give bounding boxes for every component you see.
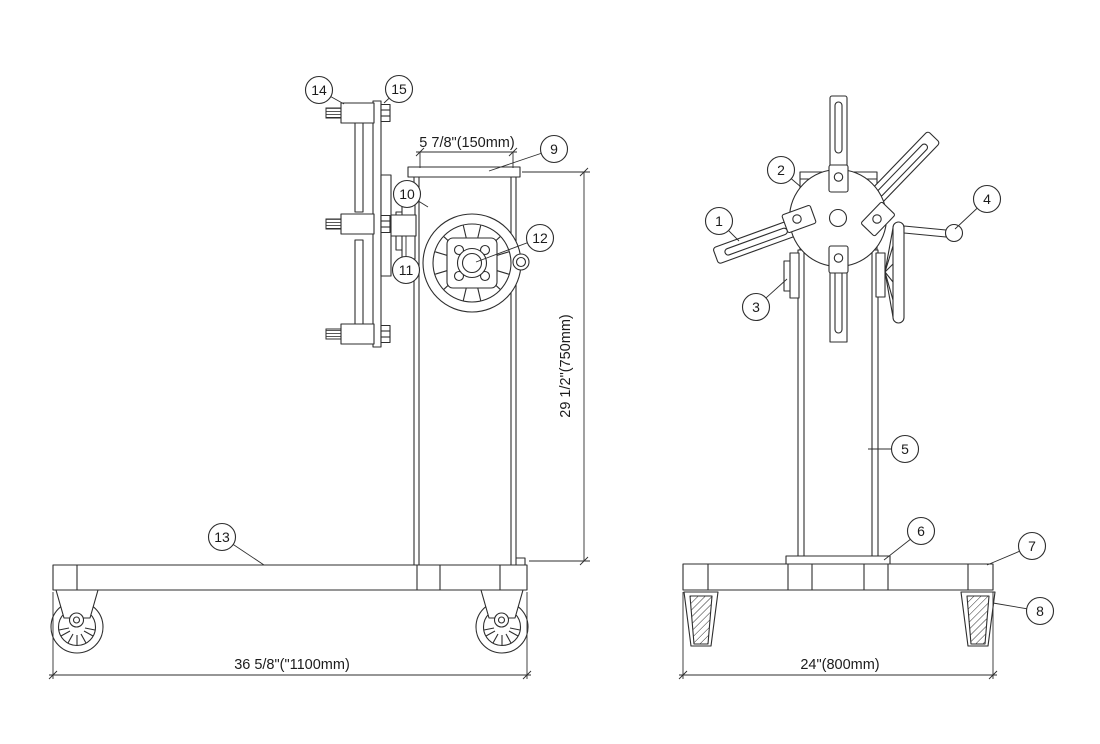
callout-number: 3 (752, 299, 760, 315)
callout-number: 9 (550, 141, 558, 157)
dimension-base-width: 24"(800mm) (678, 592, 998, 680)
callout-10: 10 (392, 179, 429, 209)
side-view: 5 7/8"(150mm) 29 1/2"(750mm) 36 5/8"("11… (48, 74, 590, 680)
connector-arm (387, 214, 417, 237)
callout-number: 2 (777, 162, 785, 178)
front-base (682, 555, 994, 591)
callout-13: 13 (207, 522, 265, 566)
caster-fork (480, 589, 524, 619)
callout-number: 7 (1028, 538, 1036, 554)
head-center-hole (828, 208, 848, 228)
dimension-label-head-width: 5 7/8"(150mm) (419, 135, 514, 151)
front-handwheel (875, 221, 964, 324)
callout-number: 8 (1036, 603, 1044, 619)
head-tab-right (861, 201, 895, 237)
mount-bolt-middle (325, 213, 391, 235)
caster-wheel (966, 595, 990, 645)
callout-number: 14 (311, 82, 327, 98)
callout-11: 11 (391, 236, 421, 285)
handle-rod (903, 225, 947, 238)
callout-5: 5 (868, 434, 920, 464)
dimension-label-base-width: 24"(800mm) (800, 657, 879, 673)
caster-wheel (689, 595, 713, 645)
handle-knob (944, 223, 964, 243)
dimension-head-width: 5 7/8"(150mm) (415, 135, 518, 168)
column-mount-plate (785, 555, 891, 565)
caster-spokes (483, 627, 521, 645)
mounting-plate-assembly (325, 100, 392, 348)
callout-7: 7 (986, 531, 1047, 566)
wheel-rim (892, 221, 905, 324)
front-caster-right (960, 591, 996, 647)
callout-2: 2 (766, 155, 802, 188)
dimension-label-column-height: 29 1/2"(750mm) (558, 314, 574, 417)
mount-bolt-top (325, 102, 391, 124)
callout-3: 3 (741, 278, 788, 322)
front-caster-left (683, 591, 719, 647)
tilt-bracket (789, 252, 800, 299)
callout-1: 1 (704, 206, 740, 242)
callout-6: 6 (883, 516, 936, 561)
callout-9: 9 (488, 134, 569, 172)
callout-12: 12 (475, 223, 555, 263)
callout-number: 13 (214, 529, 230, 545)
dimension-label-base-length: 36 5/8"("1100mm) (234, 657, 350, 673)
callout-number: 5 (901, 441, 909, 457)
front-view: 24"(800mm) 1 2 3 4 5 (678, 95, 1055, 680)
callout-number: 11 (399, 262, 414, 278)
wheel-spoke-fan (884, 227, 894, 318)
callout-number: 10 (399, 186, 415, 202)
arm-bar-bottom (354, 239, 364, 331)
column-top-plate (407, 166, 521, 178)
callout-number: 6 (917, 523, 925, 539)
dimension-base-length: 36 5/8"("1100mm) (48, 592, 532, 680)
side-handwheel (422, 213, 530, 313)
callout-number: 12 (532, 230, 548, 246)
callout-4: 4 (954, 184, 1002, 230)
head-tab-left (781, 204, 817, 234)
side-caster-right (475, 589, 529, 654)
callout-number: 4 (983, 191, 991, 207)
dimension-column-height: 29 1/2"(750mm) (522, 167, 590, 566)
mount-bolt-bottom (325, 323, 391, 345)
caster-spokes (58, 627, 96, 645)
head-tab-bottom (828, 245, 849, 274)
callout-number: 15 (391, 81, 407, 97)
callout-15: 15 (383, 74, 414, 104)
side-caster-left (50, 589, 104, 654)
callout-8: 8 (992, 596, 1055, 626)
callout-14: 14 (304, 75, 345, 105)
callout-number: 1 (715, 213, 723, 229)
arm-bar-top (354, 121, 364, 213)
wheel-bracket (875, 252, 886, 298)
caster-fork (55, 589, 99, 619)
head-tab-top (828, 164, 849, 193)
